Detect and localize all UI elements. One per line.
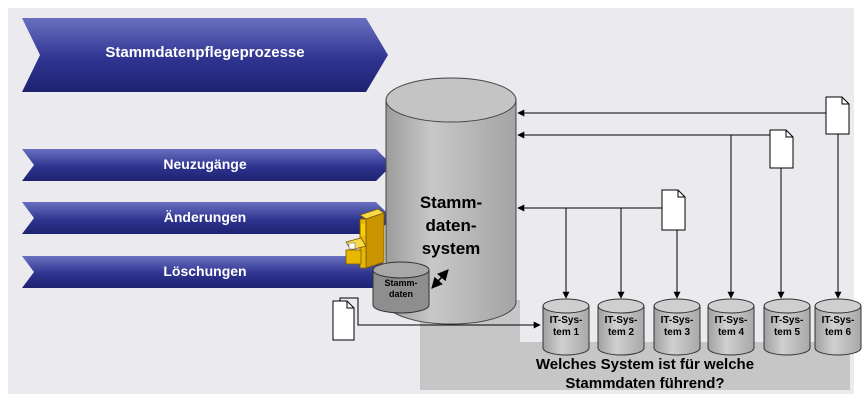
sync-arrow <box>431 269 449 289</box>
it-system-3-label: IT-Sys-tem 3 <box>649 315 705 339</box>
central-system-line-2: daten- <box>425 216 477 235</box>
input-document-icon <box>332 300 355 341</box>
local-store-label: Stamm- daten <box>373 278 429 300</box>
it-system-1-label: IT-Sys-tem 1 <box>538 315 594 339</box>
doc-to-system1-connector <box>339 297 541 329</box>
document-icon-feedback-a <box>661 189 686 231</box>
it-system-3-label-line-2: tem 3 <box>663 327 691 338</box>
it-system-1-label-line-2: tem 1 <box>552 327 580 338</box>
local-store-body <box>372 269 430 314</box>
question-text: Welches System ist für welche Stammdaten… <box>440 355 850 393</box>
step-arrow-change <box>22 202 392 234</box>
step-label-new: Neuzugänge <box>163 156 247 172</box>
it-system-1-cylinder-body <box>542 305 590 356</box>
it-system-3-cylinder-top <box>653 298 701 314</box>
it-system-4-label: IT-Sys-tem 4 <box>703 315 759 339</box>
question-line-1: Welches System ist für welche <box>535 356 755 373</box>
step-label-change: Änderungen <box>163 209 247 225</box>
it-system-6-cylinder-body <box>814 305 862 356</box>
step-arrow-delete <box>22 256 392 288</box>
process-banner-arrow <box>22 18 388 92</box>
it-systems-group <box>542 298 862 356</box>
it-system-5-label-line-1: IT-Sys- <box>770 315 804 326</box>
it-system-6-label-line-1: IT-Sys- <box>821 315 855 326</box>
it-system-2-cylinder-body <box>597 305 645 356</box>
it-system-4-label-line-1: IT-Sys- <box>714 315 748 326</box>
it-system-6-label: IT-Sys-tem 6 <box>810 315 862 339</box>
central-system-line-1: Stamm- <box>419 193 483 212</box>
it-system-1-cylinder-top <box>542 298 590 314</box>
it-system-5-cylinder-top <box>763 298 811 314</box>
step-arrow-new <box>22 149 392 181</box>
it-system-4-cylinder-top <box>707 298 755 314</box>
it-system-4-cylinder-body <box>707 305 755 356</box>
it-system-4-label-line-2: tem 4 <box>717 327 745 338</box>
document-icon-feedback-c <box>825 96 850 135</box>
step-label-delete: Löschungen <box>163 263 247 279</box>
central-cylinder-top <box>385 77 517 123</box>
it-system-5-label-line-2: tem 5 <box>773 327 801 338</box>
it-system-6-cylinder-top <box>814 298 862 314</box>
document-icon-feedback-b <box>769 129 794 169</box>
central-system-line-3: system <box>421 239 481 258</box>
local-store-top <box>372 261 430 279</box>
local-store-line-1: Stamm- <box>384 278 418 288</box>
question-line-2: Stammdaten führend? <box>565 375 725 392</box>
it-system-5-label: IT-Sys-tem 5 <box>759 315 815 339</box>
process-banner-label: Stammdatenpflegeprozesse <box>105 44 305 61</box>
it-system-5-cylinder-body <box>763 305 811 356</box>
filing-cabinet-icon <box>345 208 385 269</box>
local-store-line-2: daten <box>388 289 413 299</box>
it-system-3-cylinder-body <box>653 305 701 356</box>
it-system-2-label: IT-Sys-tem 2 <box>593 315 649 339</box>
central-system-label: Stamm- daten- system <box>395 191 507 260</box>
it-system-2-label-line-1: IT-Sys- <box>604 315 638 326</box>
it-system-3-label-line-1: IT-Sys- <box>660 315 694 326</box>
it-system-2-label-line-2: tem 2 <box>607 327 635 338</box>
it-system-1-label-line-1: IT-Sys- <box>549 315 583 326</box>
it-system-2-cylinder-top <box>597 298 645 314</box>
it-system-6-label-line-2: tem 6 <box>824 327 852 338</box>
